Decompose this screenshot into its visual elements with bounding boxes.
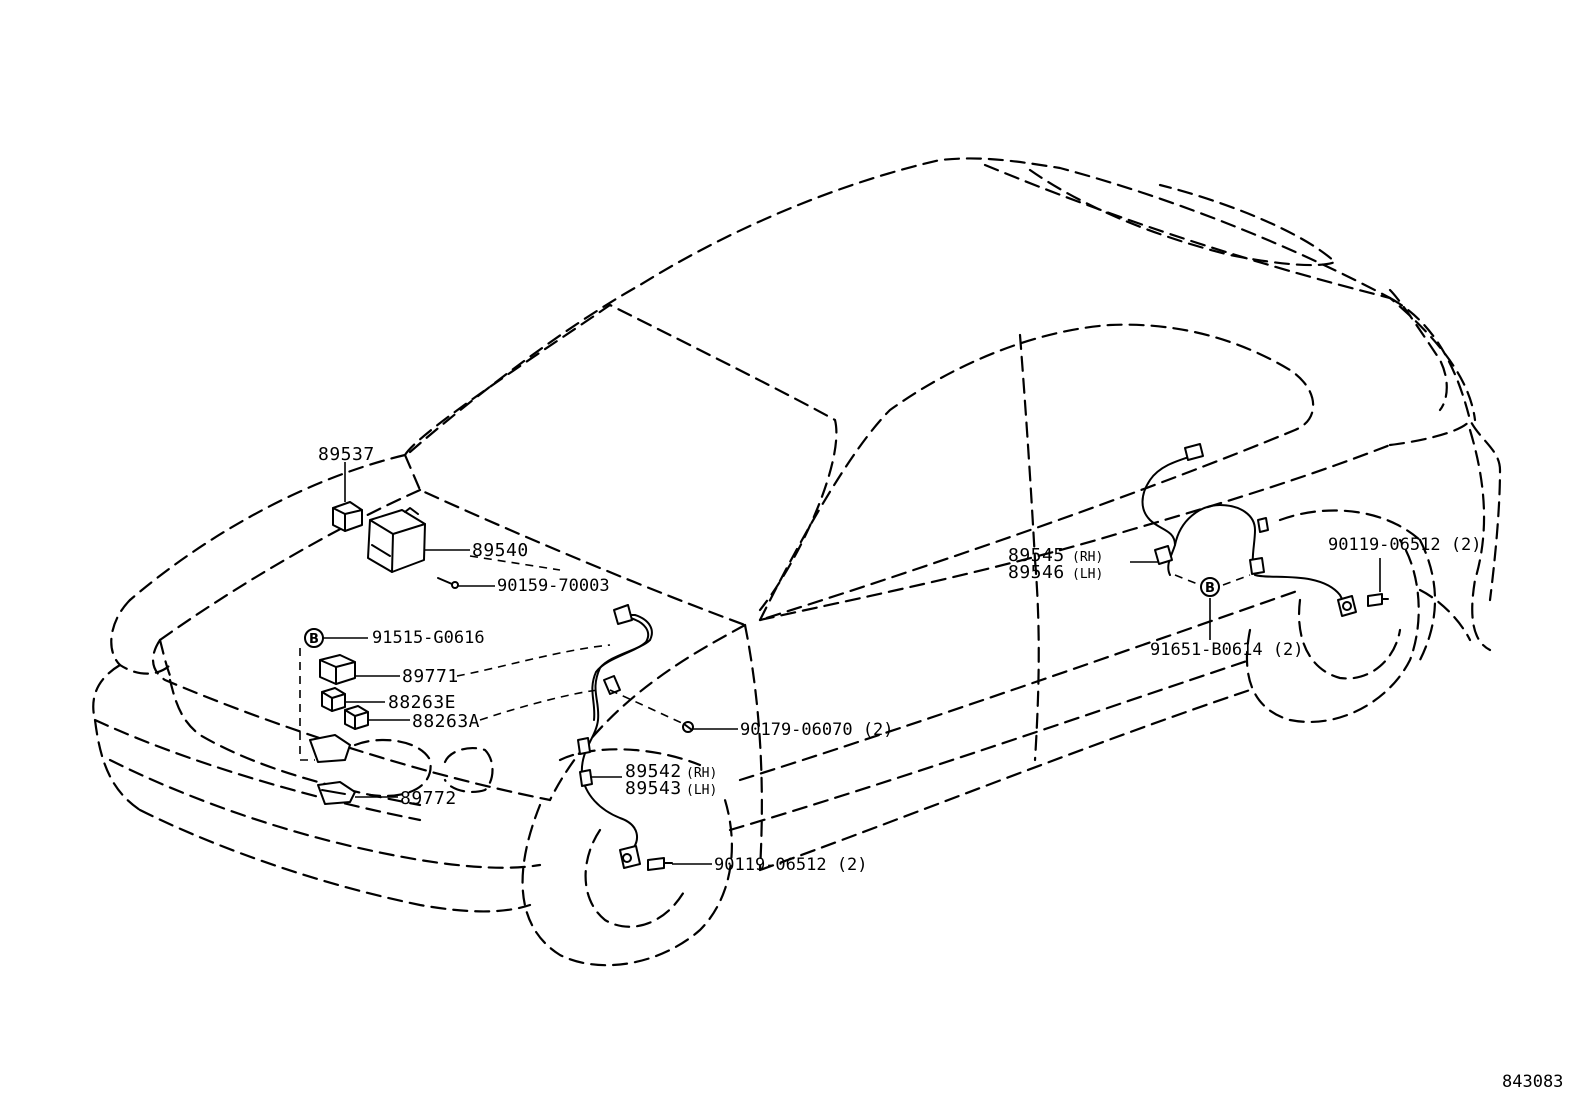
label-89546-side: (LH) bbox=[1072, 567, 1103, 582]
label-89542-side: (RH) bbox=[686, 766, 717, 781]
bolt-90119-rear-icon bbox=[1367, 593, 1389, 607]
label-89772: 89772 bbox=[400, 788, 457, 809]
label-89537: 89537 bbox=[318, 444, 375, 465]
label-89546: 89546 bbox=[1008, 562, 1065, 583]
bolt-90119-front-icon bbox=[647, 857, 673, 871]
callout-b-front: B bbox=[304, 628, 324, 648]
car-body-outline bbox=[92, 157, 1502, 967]
relay-89537-icon bbox=[332, 501, 363, 532]
svg-text:B: B bbox=[309, 632, 319, 647]
label-89540: 89540 bbox=[472, 540, 529, 561]
figure-code: 843083 bbox=[1502, 1072, 1563, 1092]
label-91651-b0614: 91651-B0614 (2) bbox=[1150, 640, 1304, 660]
label-88263e: 88263E bbox=[388, 692, 456, 713]
control-module-89540-icon bbox=[367, 507, 426, 573]
bracket-89772-icon bbox=[317, 781, 356, 805]
label-89545-side: (RH) bbox=[1072, 550, 1103, 565]
label-89771: 89771 bbox=[402, 666, 459, 687]
label-90179-06070: 90179-06070 (2) bbox=[740, 720, 894, 740]
svg-text:B: B bbox=[1205, 581, 1215, 596]
rear-speed-sensor-89545-icon bbox=[1141, 443, 1357, 617]
relay-89771-icon bbox=[319, 654, 356, 685]
relay-88263e-icon bbox=[321, 687, 346, 712]
label-90119-06512-rear: 90119-06512 (2) bbox=[1328, 535, 1482, 555]
relay-88263a-icon bbox=[344, 705, 369, 730]
label-91515-g0616: 91515-G0616 bbox=[372, 628, 485, 648]
label-89542: 89542 bbox=[625, 761, 682, 782]
label-89545: 89545 bbox=[1008, 545, 1065, 566]
nut-90179-icon bbox=[682, 721, 694, 733]
leader-lines bbox=[299, 462, 1381, 865]
screw-90159-icon bbox=[437, 577, 459, 589]
label-89543-side: (LH) bbox=[686, 783, 717, 798]
label-90119-06512-front: 90119-06512 (2) bbox=[714, 855, 868, 875]
relay-bracket-icon bbox=[309, 734, 351, 763]
label-89543: 89543 bbox=[625, 778, 682, 799]
front-speed-sensor-89542-icon bbox=[577, 604, 653, 869]
label-90159-70003: 90159-70003 bbox=[497, 576, 610, 596]
label-88263a: 88263A bbox=[412, 711, 480, 732]
callout-b-rear: B bbox=[1200, 577, 1220, 597]
